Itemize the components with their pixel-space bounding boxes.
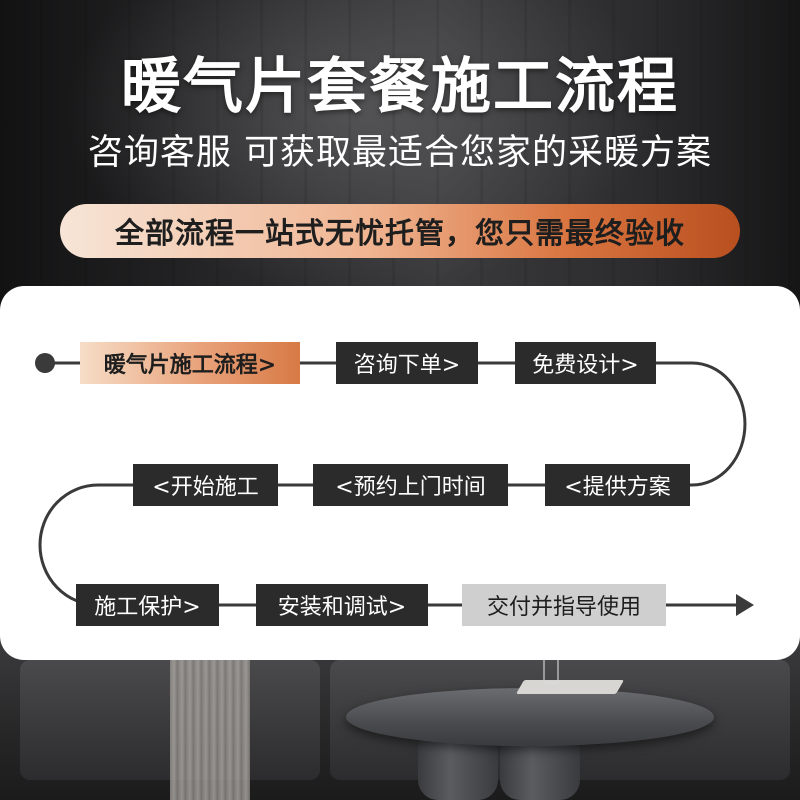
flow-start-dot <box>35 353 55 373</box>
arrow-head-icon <box>736 594 754 616</box>
step-provide-plan: <提供方案 <box>545 464 690 506</box>
step-free-design: 免费设计> <box>515 342 656 384</box>
step-process-title: 暖气片施工流程> <box>80 342 300 384</box>
step-consult-order: 咨询下单> <box>336 342 478 384</box>
step-delivery-guidance: 交付并指导使用 <box>462 584 666 626</box>
glass <box>543 656 559 684</box>
step-schedule-visit: <预约上门时间 <box>313 464 508 506</box>
page-title: 暖气片套餐施工流程 <box>121 52 679 122</box>
throw-blanket <box>170 648 250 800</box>
highlight-banner: 全部流程一站式无忧托管，您只需最终验收 <box>60 204 740 258</box>
page-subtitle: 咨询客服 可获取最适合您家的采暖方案 <box>87 133 713 173</box>
step-construction-protection: 施工保护> <box>76 584 219 626</box>
coffee-table <box>346 688 714 746</box>
step-install-debug: 安装和调试> <box>256 584 428 626</box>
step-start-construction: <开始施工 <box>133 464 278 506</box>
